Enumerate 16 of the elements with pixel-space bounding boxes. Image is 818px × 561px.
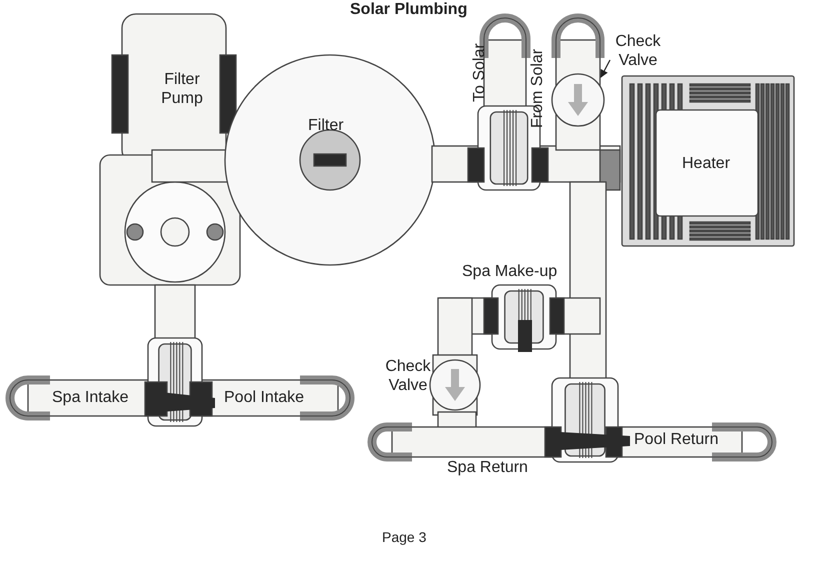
page-number: Page 3 <box>382 528 426 547</box>
part-label: Heater <box>682 154 730 173</box>
part-label: Pool Intake <box>224 388 304 407</box>
part-label: Filter <box>308 116 344 135</box>
diagram-title: Solar Plumbing <box>350 0 468 19</box>
check-valve <box>551 73 605 127</box>
part-label: Filter Pump <box>160 70 204 108</box>
callout-label: Check Valve <box>608 32 668 70</box>
part-label: Pool Return <box>634 430 718 449</box>
part-label: Spa Intake <box>52 388 128 407</box>
part-label: Spa Return <box>447 458 528 477</box>
part-label: Spa Make-up <box>462 262 558 281</box>
leader-line <box>600 60 611 78</box>
part-label: From Solar <box>528 48 547 128</box>
part-label: To Solar <box>470 43 489 102</box>
part-label: Check Valve <box>384 357 432 395</box>
